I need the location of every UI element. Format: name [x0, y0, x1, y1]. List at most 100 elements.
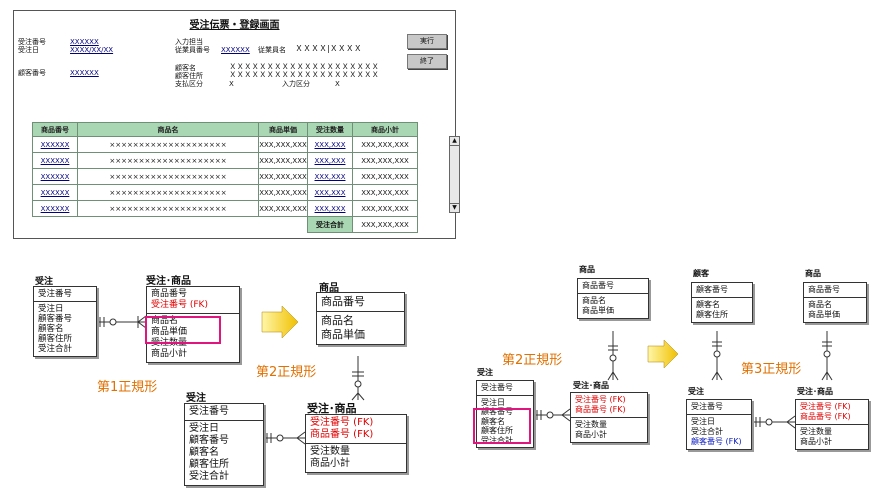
- attribute: 受注日: [189, 423, 219, 434]
- pk-attribute: 受注番号: [691, 402, 723, 411]
- entity-order-item[interactable]: 受注番号 (FK) 商品番号 (FK) 受注数量 商品小計: [795, 399, 869, 450]
- entity-title: 受注･商品: [307, 402, 357, 415]
- attribute: 商品小計: [310, 458, 350, 469]
- entity-title: 受注･商品: [146, 276, 191, 287]
- customer-name-value[interactable]: ＸＸＸＸＸＸＸＸＸＸＸＸＸＸＸＸＸＸＸＸ: [229, 62, 379, 71]
- attribute: 商品小計: [800, 437, 832, 446]
- attribute: 商品単価: [321, 328, 365, 341]
- pk-attribute: 商品番号: [582, 281, 614, 290]
- fk-attribute: 受注番号 (FK): [151, 300, 208, 310]
- fk-attribute: 商品番号 (FK): [575, 405, 626, 414]
- attribute: 受注数量: [310, 446, 350, 457]
- entity-order[interactable]: 受注番号 受注日 顧客番号 顧客名 顧客住所 受注合計: [476, 380, 534, 448]
- attribute: 顧客番号: [481, 407, 513, 416]
- entity-order-item[interactable]: 受注番号 (FK) 商品番号 (FK) 受注数量 商品小計: [570, 392, 648, 443]
- transform-arrow-icon: [261, 305, 299, 339]
- entity-customer[interactable]: 顧客番号 顧客名 顧客住所: [691, 282, 753, 323]
- transform-arrow-icon: [647, 339, 679, 369]
- entity-title: 商品: [319, 283, 339, 294]
- attribute: 受注数量: [800, 427, 832, 436]
- col-header: 商品名: [77, 122, 259, 137]
- entity-title: 受注･商品: [573, 381, 609, 390]
- col-header: 受注数量: [307, 122, 353, 137]
- fk-attribute: 受注番号 (FK): [575, 395, 626, 404]
- normal-form-label: 第2正規形: [256, 365, 317, 380]
- order-date-label: 受注日: [18, 46, 39, 54]
- entity-title: 受注･商品: [797, 387, 833, 396]
- attribute: 商品単価: [151, 327, 188, 337]
- entity-title: 受注: [186, 393, 206, 404]
- employee-name-label: 従業員名: [258, 46, 286, 54]
- attribute: 商品単価: [808, 310, 840, 319]
- attribute: 顧客住所: [189, 459, 229, 470]
- table-row[interactable]: XXXXXX ×××××××××××××××××××× XXX,XXX,XXX …: [32, 184, 418, 201]
- attribute: 顧客名: [696, 300, 720, 309]
- entity-order-item[interactable]: 受注番号 (FK) 商品番号 (FK) 受注数量 商品小計: [305, 414, 407, 473]
- attribute: 受注日: [481, 397, 505, 407]
- entity-product[interactable]: 商品番号 商品名 商品単価: [803, 282, 867, 323]
- payment-label: 支払区分: [175, 80, 203, 88]
- form-title: 受注伝票・登録画面: [189, 20, 280, 31]
- attribute: 顧客名: [189, 447, 219, 458]
- attribute: 商品小計: [575, 430, 607, 439]
- attribute: 顧客住所: [696, 310, 728, 319]
- attribute: 顧客住所: [481, 426, 513, 435]
- exec-button[interactable]: 実行: [407, 34, 447, 49]
- pk-attribute: 顧客番号: [696, 285, 728, 294]
- entity-title: 受注: [688, 387, 704, 396]
- pk-attribute: 商品番号: [151, 289, 188, 299]
- customer-no-value[interactable]: XXXXXX: [70, 69, 99, 77]
- customer-addr-value[interactable]: ＸＸＸＸＸＸＸＸＸＸＸＸＸＸＸＸＸＸＸＸ: [229, 70, 379, 79]
- entity-order[interactable]: 受注番号 受注日 顧客番号 顧客名 顧客住所 受注合計: [33, 286, 97, 357]
- attribute: 受注合計: [189, 471, 229, 482]
- attribute: 受注日: [38, 304, 64, 314]
- normal-form-label: 第1正規形: [97, 380, 158, 395]
- attribute: 商品名: [151, 316, 179, 326]
- exit-button[interactable]: 終了: [407, 54, 447, 69]
- grid-cell[interactable]: XXXXXX: [32, 200, 78, 217]
- scroll-down-icon[interactable]: ▼: [450, 203, 459, 212]
- fk-attribute: 商品番号 (FK): [800, 412, 851, 421]
- pk-attribute: 受注番号: [38, 289, 73, 299]
- scroll-up-icon[interactable]: ▲: [450, 137, 459, 146]
- attribute: 商品単価: [582, 306, 614, 315]
- attribute: 受注日: [691, 417, 715, 426]
- entity-order[interactable]: 受注番号 受注日 受注合計 顧客番号 (FK): [686, 399, 752, 450]
- entity-title: 顧客: [693, 269, 709, 278]
- entry-type-value[interactable]: X: [335, 80, 340, 88]
- payment-value[interactable]: X: [229, 80, 234, 88]
- entity-title: 商品: [579, 265, 595, 274]
- attribute: 受注合計: [38, 344, 73, 354]
- normal-form-label: 第2正規形: [502, 353, 563, 368]
- entity-order[interactable]: 受注番号 受注日 顧客番号 顧客名 顧客住所 受注合計: [184, 403, 264, 486]
- entity-title: 受注: [35, 277, 54, 287]
- order-date-value[interactable]: XXXX/XX/XX: [70, 46, 114, 54]
- fk-attribute: 受注番号 (FK): [800, 402, 851, 411]
- fk-attribute: 商品番号 (FK): [310, 429, 374, 440]
- attribute: 受注数量: [575, 420, 607, 429]
- entity-product[interactable]: 商品番号 商品名 商品単価: [577, 278, 649, 319]
- customer-addr-label: 顧客住所: [175, 72, 203, 80]
- grid-scrollbar[interactable]: ▲ ▼: [449, 136, 460, 213]
- pk-attribute: 商品番号: [321, 295, 365, 308]
- employee-no-value[interactable]: XXXXXX: [221, 46, 250, 54]
- attribute: 顧客番号: [38, 314, 73, 324]
- attribute: 商品小計: [151, 349, 188, 359]
- customer-no-label: 顧客番号: [18, 69, 46, 77]
- attribute: 顧客住所: [38, 334, 73, 344]
- grid-cell[interactable]: XXX,XXX,XXX: [258, 200, 308, 217]
- col-header: 商品小計: [352, 122, 418, 137]
- entry-staff-label: 入力担当: [175, 38, 203, 46]
- pk-attribute: 商品番号: [808, 285, 840, 294]
- customer-name-label: 顧客名: [175, 64, 196, 72]
- attribute: 顧客名: [38, 324, 64, 334]
- attribute: 商品名: [321, 314, 354, 327]
- order-no-value[interactable]: XXXXXX: [70, 38, 99, 46]
- entity-product[interactable]: 商品番号 商品名 商品単価: [316, 292, 405, 345]
- fk-attribute: 顧客番号 (FK): [691, 437, 742, 446]
- highlight-box: [473, 408, 531, 444]
- fk-attribute: 受注番号 (FK): [310, 417, 374, 428]
- employee-name-value[interactable]: ＸＸＸＸ|ＸＸＸＸ: [295, 44, 362, 53]
- entity-title: 受注: [477, 368, 493, 377]
